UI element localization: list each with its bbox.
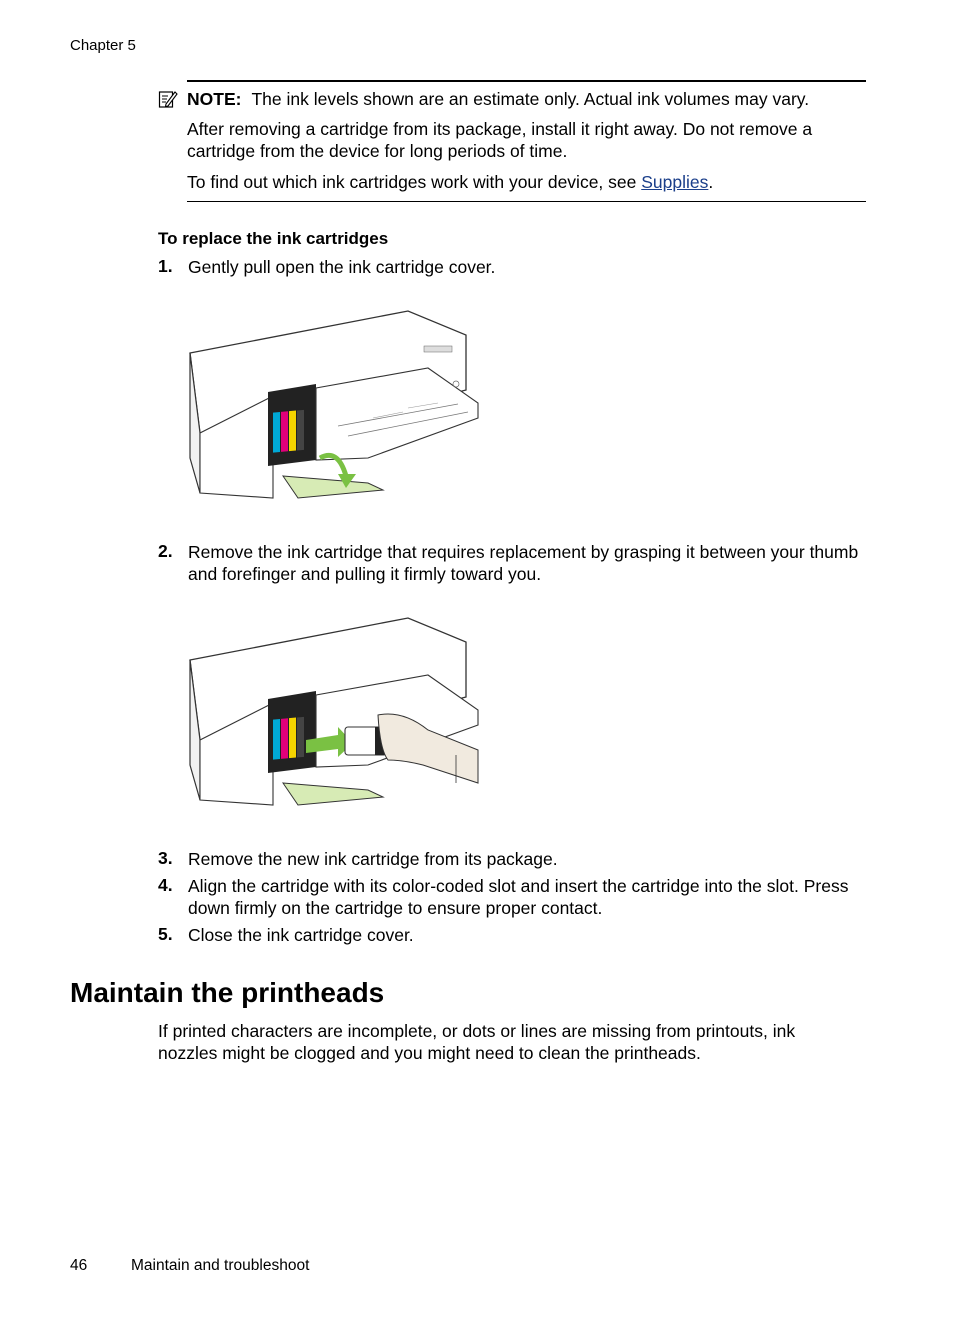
step-2-text: Remove the ink cartridge that requires r…: [188, 542, 859, 584]
printer-open-cover-illustration: [189, 310, 479, 499]
chapter-header: Chapter 5: [70, 37, 136, 54]
note-label: NOTE:: [187, 89, 242, 109]
note-line-1: NOTE: The ink levels shown are an estimat…: [187, 88, 867, 110]
step-4-text: Align the cartridge with its color-coded…: [188, 876, 849, 918]
step-1-text: Gently pull open the ink cartridge cover…: [188, 257, 496, 277]
note-text-3-end: .: [708, 172, 714, 192]
page-number: 46: [70, 1257, 88, 1274]
note-paragraph-3: To find out which ink cartridges work wi…: [187, 171, 867, 193]
procedure-heading: To replace the ink cartridges: [158, 229, 389, 248]
section-body: If printed characters are incomplete, or…: [158, 1021, 796, 1063]
supplies-link[interactable]: Supplies: [641, 172, 709, 192]
note-paragraph-2: After removing a cartridge from its pack…: [187, 119, 813, 161]
note-bottom-rule: [187, 201, 866, 202]
step-2-number: 2.: [158, 541, 173, 561]
step-4-number: 4.: [158, 875, 173, 895]
step-3-number: 3.: [158, 848, 173, 868]
section-title: Maintain the printheads: [70, 977, 385, 1008]
note-top-rule: [187, 80, 866, 82]
note-text-1: The ink levels shown are an estimate onl…: [251, 89, 810, 109]
step-3-text: Remove the new ink cartridge from its pa…: [188, 849, 558, 869]
note-icon: [158, 91, 178, 108]
step-1-number: 1.: [158, 256, 173, 276]
step-5-text: Close the ink cartridge cover.: [188, 925, 414, 945]
footer-title: Maintain and troubleshoot: [131, 1257, 310, 1274]
printer-remove-cartridge-illustration: [189, 617, 479, 806]
step-5-number: 5.: [158, 924, 173, 944]
note-text-3: To find out which ink cartridges work wi…: [187, 172, 642, 192]
